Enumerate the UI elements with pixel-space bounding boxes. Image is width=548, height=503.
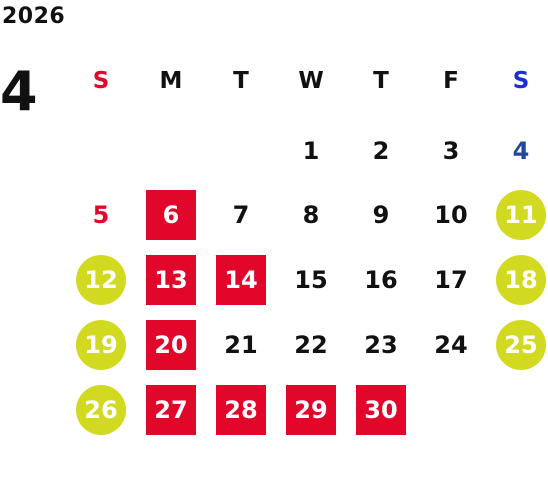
day-cell-20[interactable]: 20	[146, 320, 196, 370]
day-cell-8[interactable]: 8	[302, 201, 320, 229]
weekday-header-6: S	[512, 67, 530, 94]
day-cell-3[interactable]: 3	[442, 137, 460, 165]
day-cell-15[interactable]: 15	[294, 266, 328, 294]
day-cell-28[interactable]: 28	[216, 385, 266, 435]
year-label: 2026	[2, 4, 66, 29]
day-cell-9[interactable]: 9	[372, 201, 390, 229]
day-cell-21[interactable]: 21	[224, 331, 258, 359]
weekday-header-5: F	[443, 67, 459, 94]
day-cell-7[interactable]: 7	[232, 201, 250, 229]
day-cell-11[interactable]: 11	[496, 190, 546, 240]
day-cell-25[interactable]: 25	[496, 320, 546, 370]
weekday-header-1: M	[159, 67, 183, 94]
day-cell-1[interactable]: 1	[302, 137, 320, 165]
day-cell-6[interactable]: 6	[146, 190, 196, 240]
weekday-header-4: T	[373, 67, 389, 94]
month-number: 4	[0, 60, 38, 123]
day-cell-16[interactable]: 16	[364, 266, 398, 294]
day-cell-10[interactable]: 10	[434, 201, 468, 229]
day-cell-27[interactable]: 27	[146, 385, 196, 435]
day-cell-24[interactable]: 24	[434, 331, 468, 359]
day-cell-23[interactable]: 23	[364, 331, 398, 359]
day-cell-26[interactable]: 26	[76, 385, 126, 435]
day-cell-12[interactable]: 12	[76, 255, 126, 305]
day-cell-13[interactable]: 13	[146, 255, 196, 305]
day-cell-19[interactable]: 19	[76, 320, 126, 370]
day-cell-18[interactable]: 18	[496, 255, 546, 305]
day-cell-5[interactable]: 5	[92, 201, 110, 229]
day-cell-22[interactable]: 22	[294, 331, 328, 359]
weekday-header-3: W	[298, 67, 324, 94]
weekday-header-2: T	[233, 67, 249, 94]
day-cell-14[interactable]: 14	[216, 255, 266, 305]
day-cell-29[interactable]: 29	[286, 385, 336, 435]
day-cell-4[interactable]: 4	[512, 137, 530, 165]
weekday-header-0: S	[92, 67, 110, 94]
day-cell-30[interactable]: 30	[356, 385, 406, 435]
day-cell-17[interactable]: 17	[434, 266, 468, 294]
day-cell-2[interactable]: 2	[372, 137, 390, 165]
